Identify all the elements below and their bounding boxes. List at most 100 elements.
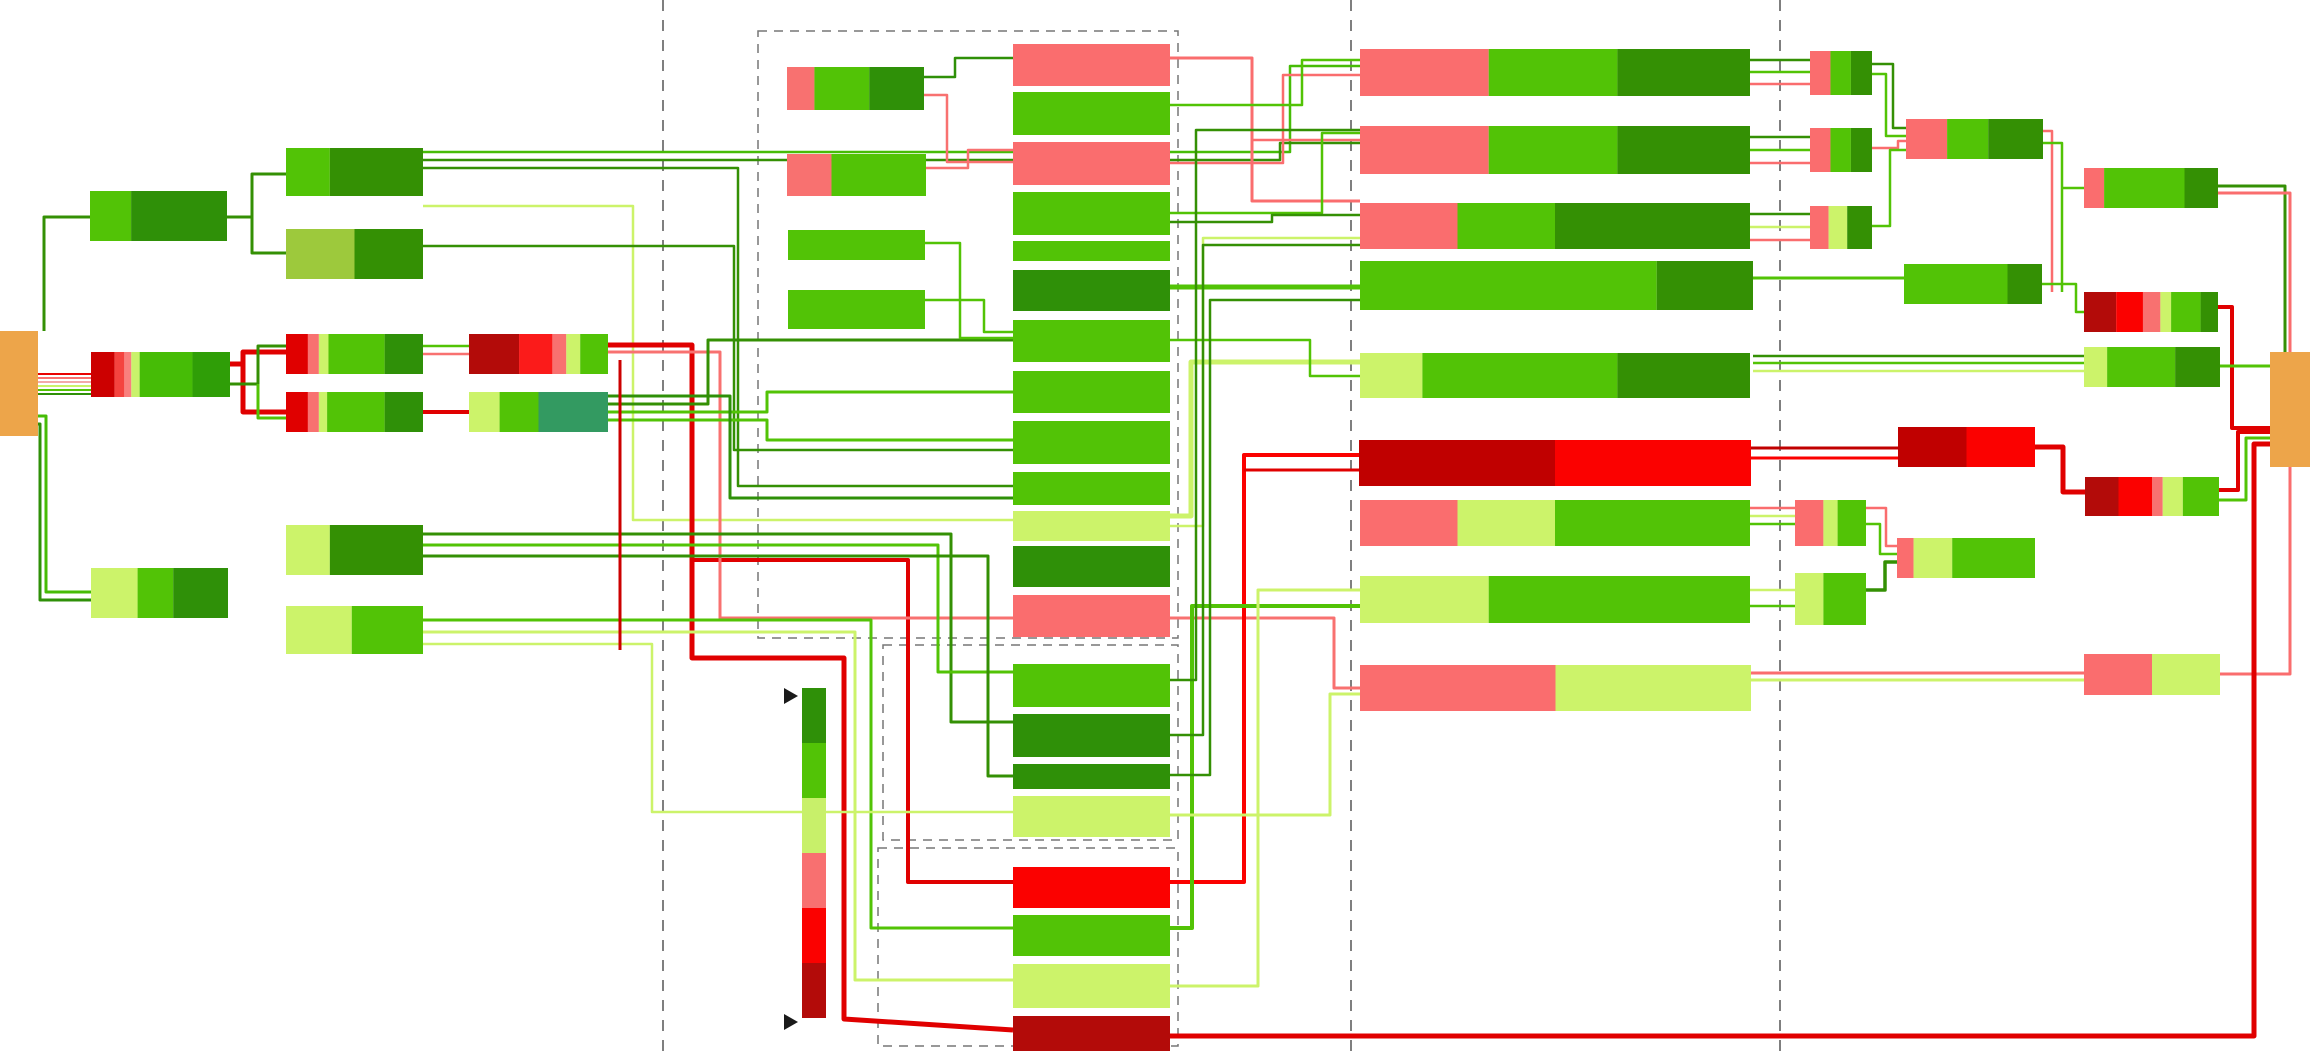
wire	[608, 418, 1013, 442]
block-node[interactable]	[788, 290, 925, 329]
block-segment	[318, 334, 329, 374]
block-node[interactable]	[1906, 119, 2043, 159]
block-node[interactable]	[1013, 664, 1170, 707]
block-node[interactable]	[286, 229, 423, 279]
block-node[interactable]	[1013, 546, 1170, 587]
block-node[interactable]	[469, 392, 608, 432]
wire	[423, 642, 1013, 814]
wire	[1866, 522, 1897, 556]
block-segment	[307, 334, 319, 374]
block-node[interactable]	[1810, 128, 1872, 172]
block-node[interactable]	[1360, 576, 1750, 623]
block-node[interactable]	[1013, 511, 1170, 541]
block-segment	[1013, 92, 1170, 135]
block-segment	[1013, 44, 1170, 86]
block-segment	[2171, 292, 2201, 332]
wire	[925, 241, 1013, 340]
block-node[interactable]	[91, 568, 228, 618]
wire	[1170, 298, 1360, 777]
block-segment	[192, 352, 230, 397]
block-node[interactable]	[1013, 371, 1170, 413]
block-node[interactable]	[286, 392, 423, 432]
block-segment	[814, 67, 870, 110]
block-node[interactable]	[286, 334, 423, 374]
block-node[interactable]	[1013, 1016, 1170, 1051]
wire	[2218, 184, 2287, 352]
block-node[interactable]	[1013, 595, 1170, 637]
block-node[interactable]	[1013, 241, 1170, 261]
block-segment	[1947, 119, 1989, 159]
block-segment	[1013, 796, 1170, 837]
block-node[interactable]	[2084, 168, 2218, 208]
block-node[interactable]	[1013, 320, 1170, 362]
block-node[interactable]	[787, 154, 926, 196]
block-node[interactable]	[1013, 915, 1170, 956]
block-segment	[384, 392, 423, 432]
wire	[926, 148, 1013, 170]
block-node[interactable]	[1013, 142, 1170, 185]
block-node[interactable]	[1360, 353, 1750, 398]
block-node[interactable]	[788, 230, 925, 260]
block-node[interactable]	[1360, 126, 1750, 174]
legend-color-segment	[802, 743, 826, 798]
block-segment	[1457, 203, 1555, 249]
block-segment	[1422, 353, 1618, 398]
block-node[interactable]	[1013, 714, 1170, 757]
block-segment	[1488, 576, 1750, 623]
block-segment	[286, 229, 355, 279]
block-node[interactable]	[1360, 49, 1750, 96]
block-segment	[1360, 126, 1489, 174]
block-node[interactable]	[1013, 764, 1170, 789]
block-segment	[2084, 292, 2117, 332]
block-node[interactable]	[1013, 472, 1170, 505]
block-node[interactable]	[90, 191, 227, 241]
block-node[interactable]	[1810, 51, 1872, 95]
block-segment	[2118, 477, 2152, 516]
block-node[interactable]	[1360, 665, 1751, 711]
block-node[interactable]	[1013, 867, 1170, 908]
block-node[interactable]	[286, 148, 423, 196]
block-node[interactable]	[91, 352, 230, 397]
block-node[interactable]	[286, 606, 423, 654]
block-node[interactable]	[286, 525, 423, 575]
wire	[1170, 243, 1360, 737]
block-segment	[286, 334, 308, 374]
block-node[interactable]	[1013, 270, 1170, 311]
block-node[interactable]	[1360, 500, 1750, 546]
wire	[230, 349, 286, 367]
block-node[interactable]	[1795, 500, 1866, 546]
block-node[interactable]	[1360, 261, 1753, 310]
block-node[interactable]	[1013, 92, 1170, 135]
block-node[interactable]	[2084, 654, 2220, 695]
block-node[interactable]	[1360, 203, 1750, 249]
block-node[interactable]	[2085, 477, 2219, 516]
block-node[interactable]	[2084, 292, 2218, 332]
wire	[423, 532, 1013, 724]
input-port[interactable]	[0, 331, 38, 436]
block-node[interactable]	[2084, 347, 2220, 387]
block-node[interactable]	[1810, 206, 1872, 249]
block-node[interactable]	[1013, 192, 1170, 235]
block-segment	[1810, 128, 1831, 172]
block-segment	[1555, 500, 1750, 546]
legend-color-segment	[802, 688, 826, 743]
block-node[interactable]	[1898, 427, 2035, 467]
block-node[interactable]	[1795, 573, 1866, 625]
block-segment	[329, 148, 423, 196]
block-segment	[2152, 477, 2163, 516]
block-node[interactable]	[469, 334, 608, 374]
wire	[692, 558, 1013, 884]
block-node[interactable]	[1013, 964, 1170, 1008]
block-node[interactable]	[1013, 421, 1170, 464]
block-node[interactable]	[1013, 796, 1170, 837]
block-node[interactable]	[787, 67, 924, 110]
block-segment	[1013, 915, 1170, 956]
wire	[423, 64, 1360, 154]
block-node[interactable]	[1013, 44, 1170, 86]
block-segment	[286, 525, 330, 575]
block-node[interactable]	[1359, 440, 1751, 486]
block-node[interactable]	[1904, 264, 2042, 304]
output-port[interactable]	[2270, 352, 2310, 467]
block-node[interactable]	[1897, 538, 2035, 578]
block-segment	[1360, 203, 1458, 249]
